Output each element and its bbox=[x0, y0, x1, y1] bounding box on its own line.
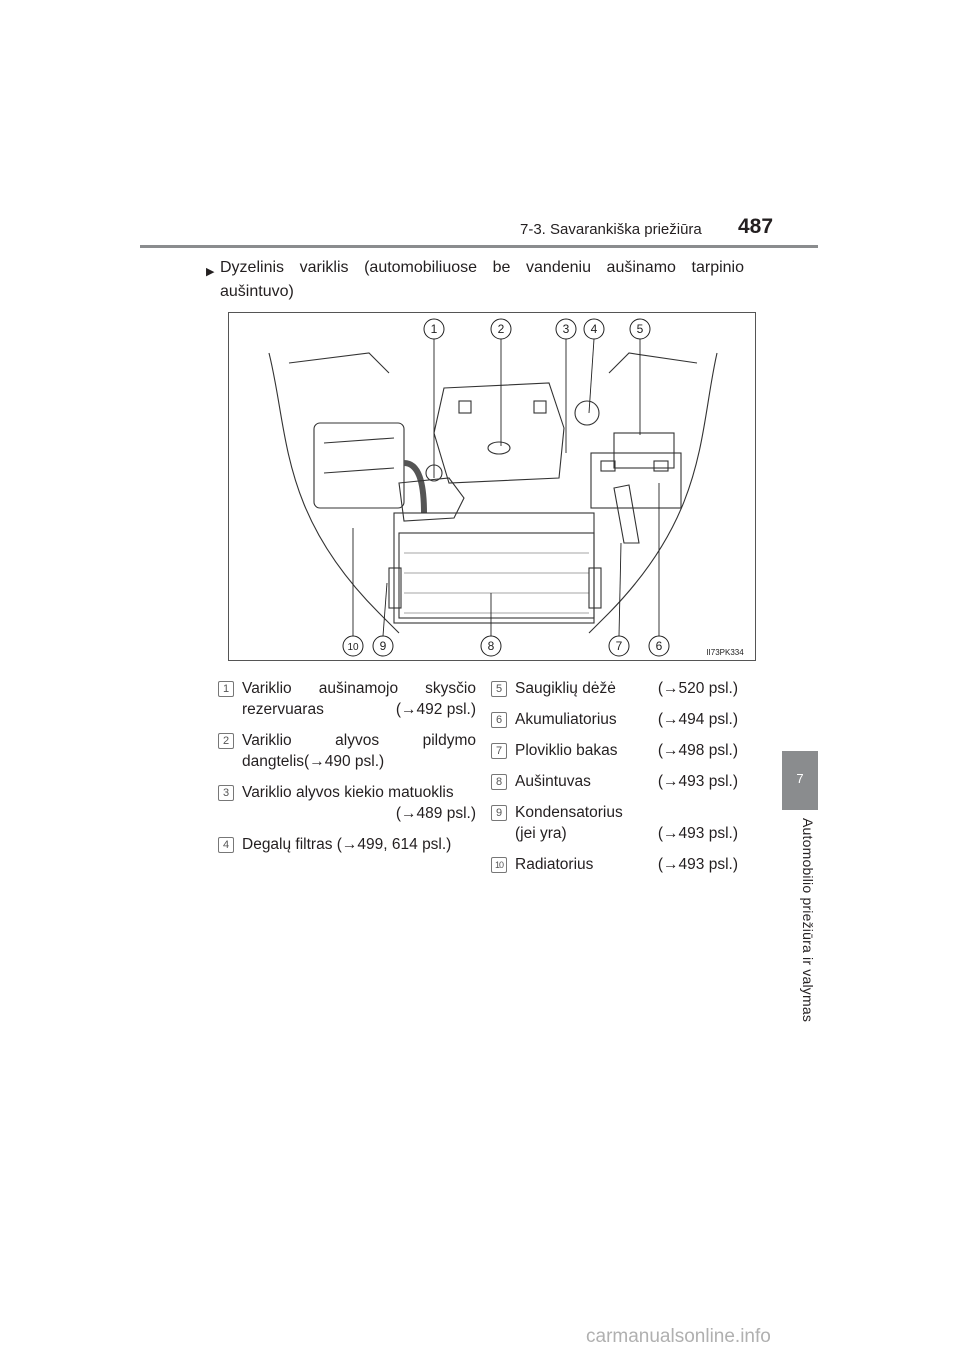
legend-ref: (→493 psl.) bbox=[657, 825, 738, 842]
coolant-reservoir bbox=[398, 477, 465, 522]
header-rule bbox=[140, 245, 818, 248]
hood-right-edge bbox=[588, 352, 718, 634]
legend-text: Aušintuvas bbox=[515, 773, 591, 790]
hood-left-inner bbox=[288, 352, 390, 374]
legend-left: 1 Variklio aušinamojo skysčio rezervuara… bbox=[218, 678, 476, 865]
callout-7: 7 bbox=[616, 639, 623, 653]
legend-text: rezervuaras bbox=[242, 701, 324, 718]
legend-text: Variklio alyvos pildymo bbox=[242, 732, 476, 749]
fuse-box bbox=[613, 432, 675, 469]
callout-1: 1 bbox=[431, 322, 438, 336]
battery-terminal bbox=[600, 460, 616, 472]
legend-ref: (→489 psl.) bbox=[395, 805, 476, 822]
legend-text: Degalų filtras (→499, 614 psl.) bbox=[242, 836, 452, 853]
page-number: 487 bbox=[738, 215, 774, 238]
legend-text: Saugiklių dėžė bbox=[515, 680, 616, 697]
legend-number: 3 bbox=[218, 785, 234, 801]
legend-item-7: 7 Ploviklio bakas (→498 psl.) bbox=[491, 740, 738, 761]
legend-text: (jei yra) bbox=[515, 825, 567, 842]
radiator-core bbox=[398, 532, 595, 619]
legend-item-9: 9 Kondensatorius (jei yra) (→493 psl.) bbox=[491, 802, 738, 844]
legend-item-3: 3 Variklio alyvos kiekio matuoklis (→489… bbox=[218, 782, 476, 824]
legend-ref: (→492 psl.) bbox=[395, 701, 476, 718]
legend-text: Radiatorius bbox=[515, 856, 594, 873]
legend-item-1: 1 Variklio aušinamojo skysčio rezervuara… bbox=[218, 678, 476, 720]
legend-item-5: 5 Saugiklių dėžė (→520 psl.) bbox=[491, 678, 738, 699]
legend-item-4: 4 Degalų filtras (→499, 614 psl.) bbox=[218, 834, 476, 855]
callout-6: 6 bbox=[656, 639, 663, 653]
legend-text: Variklio aušinamojo skysčio bbox=[242, 680, 476, 697]
legend-number: 8 bbox=[491, 774, 507, 790]
condenser-bracket bbox=[388, 567, 402, 609]
callout-8: 8 bbox=[488, 639, 495, 653]
battery-terminal bbox=[653, 460, 669, 472]
legend-item-8: 8 Aušintuvas (→493 psl.) bbox=[491, 771, 738, 792]
callout-2: 2 bbox=[498, 322, 505, 336]
hood-left-edge bbox=[268, 352, 400, 634]
battery bbox=[590, 452, 682, 509]
legend-ref: (→494 psl.) bbox=[657, 711, 738, 728]
legend-ref: (→493 psl.) bbox=[657, 773, 738, 790]
legend-ref: (→498 psl.) bbox=[657, 742, 738, 759]
engine-illustration: 1 2 3 4 5 6 7 8 9 10 II73PK334 bbox=[268, 318, 744, 657]
legend-number: 2 bbox=[218, 733, 234, 749]
legend-ref: (→520 psl.) bbox=[657, 680, 738, 697]
legend-text: Ploviklio bakas bbox=[515, 742, 618, 759]
chapter-number: 7 bbox=[796, 771, 804, 786]
air-filter-box bbox=[313, 422, 405, 509]
legend-text: Variklio alyvos kiekio matuoklis bbox=[242, 784, 454, 801]
diagram-code: II73PK334 bbox=[706, 648, 744, 657]
legend-number: 5 bbox=[491, 681, 507, 697]
fuel-filter bbox=[574, 400, 600, 426]
oil-filler-cap bbox=[487, 441, 511, 455]
air-filter-lines bbox=[323, 437, 395, 474]
callout-4: 4 bbox=[591, 322, 598, 336]
legend-text: Kondensatorius bbox=[515, 804, 623, 821]
section-heading: ▶ Dyzelinis variklis (automobiliuose be … bbox=[206, 256, 744, 304]
chapter-tab: 7 bbox=[782, 751, 818, 810]
legend-number: 10 bbox=[491, 857, 507, 873]
condenser-bracket bbox=[588, 567, 602, 609]
legend-item-2: 2 Variklio alyvos pildymo dangtelis(→490… bbox=[218, 730, 476, 772]
legend-number: 1 bbox=[218, 681, 234, 697]
legend-number: 6 bbox=[491, 712, 507, 728]
chapter-side-title: Automobilio priežiūra ir valymas bbox=[800, 818, 816, 1023]
legend-number: 4 bbox=[218, 837, 234, 853]
legend-number: 9 bbox=[491, 805, 507, 821]
section-heading-text: Dyzelinis variklis (automobiliuose be va… bbox=[220, 259, 744, 300]
callout-5: 5 bbox=[637, 322, 644, 336]
callout-10: 10 bbox=[347, 642, 359, 653]
intake-hose bbox=[403, 460, 427, 514]
legend-item-6: 6 Akumuliatorius (→494 psl.) bbox=[491, 709, 738, 730]
header-title: 7-3. Savarankiška priežiūra bbox=[520, 221, 702, 238]
callout-3: 3 bbox=[563, 322, 570, 336]
washer-tank bbox=[613, 484, 640, 544]
watermark: carmanualsonline.info bbox=[586, 1326, 771, 1347]
legend-text: Akumuliatorius bbox=[515, 711, 617, 728]
legend-item-10: 10 Radiatorius (→493 psl.) bbox=[491, 854, 738, 875]
hood-right-inner bbox=[608, 352, 698, 374]
legend-text: dangtelis(→490 psl.) bbox=[242, 753, 385, 770]
legend-right: 5 Saugiklių dėžė (→520 psl.) 6 Akumuliato… bbox=[491, 678, 738, 885]
engine-cover-bolt bbox=[533, 400, 547, 414]
engine-compartment-diagram: 1 2 3 4 5 6 7 8 9 10 II73PK334 bbox=[228, 312, 756, 661]
triangle-bullet-icon: ▶ bbox=[206, 266, 215, 278]
radiator-fins bbox=[404, 552, 589, 614]
callout-9: 9 bbox=[380, 639, 387, 653]
legend-ref: (→493 psl.) bbox=[657, 856, 738, 873]
radiator-frame bbox=[393, 512, 595, 624]
legend-number: 7 bbox=[491, 743, 507, 759]
engine-cover-bolt bbox=[458, 400, 472, 414]
engine-cover bbox=[433, 382, 565, 484]
